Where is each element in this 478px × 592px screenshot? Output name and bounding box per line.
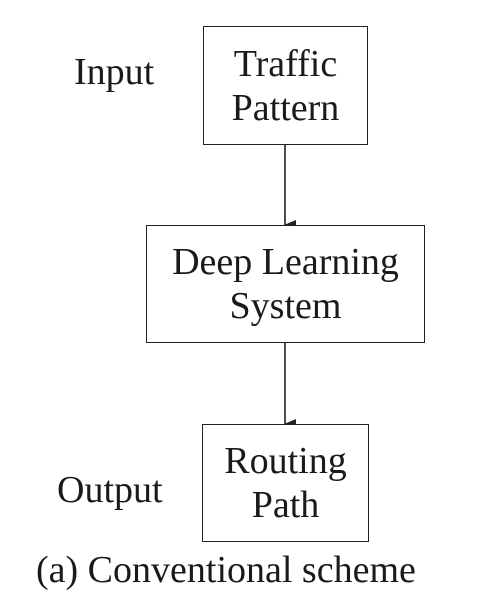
node-traffic-pattern-line-1: Traffic [233, 42, 338, 85]
node-routing-path-line-1: Routing [224, 440, 347, 482]
figure-caption: (a) Conventional scheme [36, 549, 416, 591]
node-deep-learning-system: Deep Learning System [146, 225, 425, 343]
output-label: Output [57, 469, 163, 511]
node-routing-path: Routing Path [202, 424, 369, 542]
node-deep-learning-system-line-2: System [229, 285, 342, 327]
flow-edges [284, 145, 296, 429]
input-label: Input [74, 51, 155, 93]
node-traffic-pattern-line-2: Pattern [231, 86, 340, 129]
node-traffic-pattern: Traffic Pattern [203, 26, 368, 145]
node-deep-learning-system-line-1: Deep Learning [172, 241, 399, 283]
node-routing-path-line-2: Path [251, 484, 320, 526]
